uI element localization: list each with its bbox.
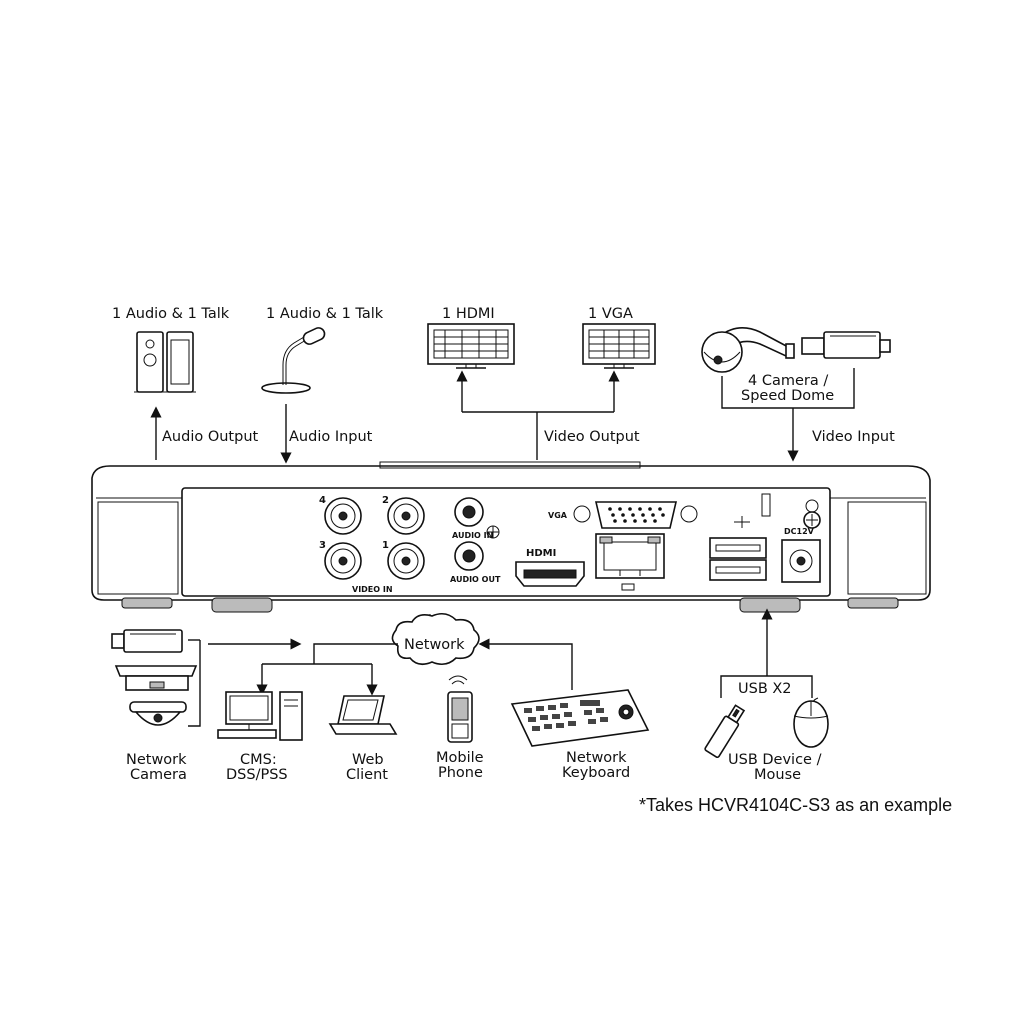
audio-input-label: Audio Input xyxy=(289,429,373,445)
mobile-phone-label-1: Mobile xyxy=(436,750,484,766)
mobile-phone-icon xyxy=(447,675,473,743)
network-camera-label-1: Network xyxy=(126,752,187,768)
usb-branch-line xyxy=(720,675,813,698)
camera-label-line2: Speed Dome xyxy=(741,388,834,404)
vga-port-label: VGA xyxy=(548,511,568,520)
laptop-icon xyxy=(328,695,398,735)
channel-4-label: 4 xyxy=(319,495,326,506)
network-keyboard-icon xyxy=(510,689,650,747)
vga-monitor-icon xyxy=(582,323,656,369)
audio-output-label: Audio Output xyxy=(162,429,259,445)
video-output-label: Video Output xyxy=(544,429,640,445)
network-label: Network xyxy=(404,637,465,653)
speaker-icon xyxy=(134,331,196,393)
power-port-icon xyxy=(781,499,821,583)
microphone-icon xyxy=(261,327,326,394)
clients-branch xyxy=(256,663,378,696)
network-bullet-camera-icon xyxy=(111,629,183,653)
usb-stick-icon xyxy=(704,704,746,759)
dvr-device xyxy=(91,461,931,613)
web-client-label-1: Web xyxy=(352,752,384,768)
mobile-phone-label-2: Phone xyxy=(438,765,483,781)
speed-dome-icon xyxy=(701,327,795,373)
usb-port-icon xyxy=(709,493,771,581)
network-box-camera-icon xyxy=(114,665,198,691)
desktop-pc-icon xyxy=(217,691,303,741)
ethernet-port-icon xyxy=(595,533,665,591)
channel-1-label: 1 xyxy=(382,540,389,551)
footnote: *Takes HCVR4104C-S3 as an example xyxy=(639,795,952,815)
audio-talk-label-1: 1 Audio & 1 Talk xyxy=(112,306,230,322)
video-in-label: VIDEO IN xyxy=(352,585,393,594)
cms-label-1: CMS: xyxy=(240,752,277,768)
web-client-label-2: Client xyxy=(346,767,388,783)
network-keyboard-label-2: Keyboard xyxy=(562,765,630,781)
hdmi-port-label: HDMI xyxy=(526,548,556,559)
hdmi-monitor-icon xyxy=(427,323,515,369)
usb-device-label-1: USB Device / xyxy=(728,752,822,768)
mouse-icon xyxy=(793,697,829,748)
camera-label-line1: 4 Camera / xyxy=(748,373,828,389)
bnc-connector-icon xyxy=(324,497,425,580)
audio-talk-label-2: 1 Audio & 1 Talk xyxy=(266,306,384,322)
rca-connector-icon xyxy=(454,497,500,571)
audio-in-label: AUDIO IN xyxy=(452,531,493,540)
channel-2-label: 2 xyxy=(382,495,389,506)
video-input-label: Video Input xyxy=(812,429,895,445)
audio-out-label: AUDIO OUT xyxy=(450,575,501,584)
usb-device-label-2: Mouse xyxy=(754,767,801,783)
cms-label-2: DSS/PSS xyxy=(226,767,288,783)
usb-x2-label: USB X2 xyxy=(738,681,792,697)
network-to-clients-line xyxy=(313,643,398,664)
camera-bracket-line xyxy=(188,640,201,727)
video-input-connector xyxy=(721,368,855,462)
vga-label: 1 VGA xyxy=(588,306,633,322)
dc-label: DC12V xyxy=(784,527,815,536)
network-dome-camera-icon xyxy=(129,701,187,726)
channel-3-label: 3 xyxy=(319,540,326,551)
keyboard-to-network-arrow xyxy=(478,638,573,690)
bullet-camera-icon xyxy=(801,331,891,359)
vga-port-icon xyxy=(573,501,698,529)
network-camera-label-2: Camera xyxy=(130,767,187,783)
network-keyboard-label-1: Network xyxy=(566,750,627,766)
network-cloud-icon xyxy=(391,612,480,666)
hdmi-label: 1 HDMI xyxy=(442,306,495,322)
hdmi-port-icon xyxy=(515,561,585,587)
video-output-connector xyxy=(456,370,620,460)
